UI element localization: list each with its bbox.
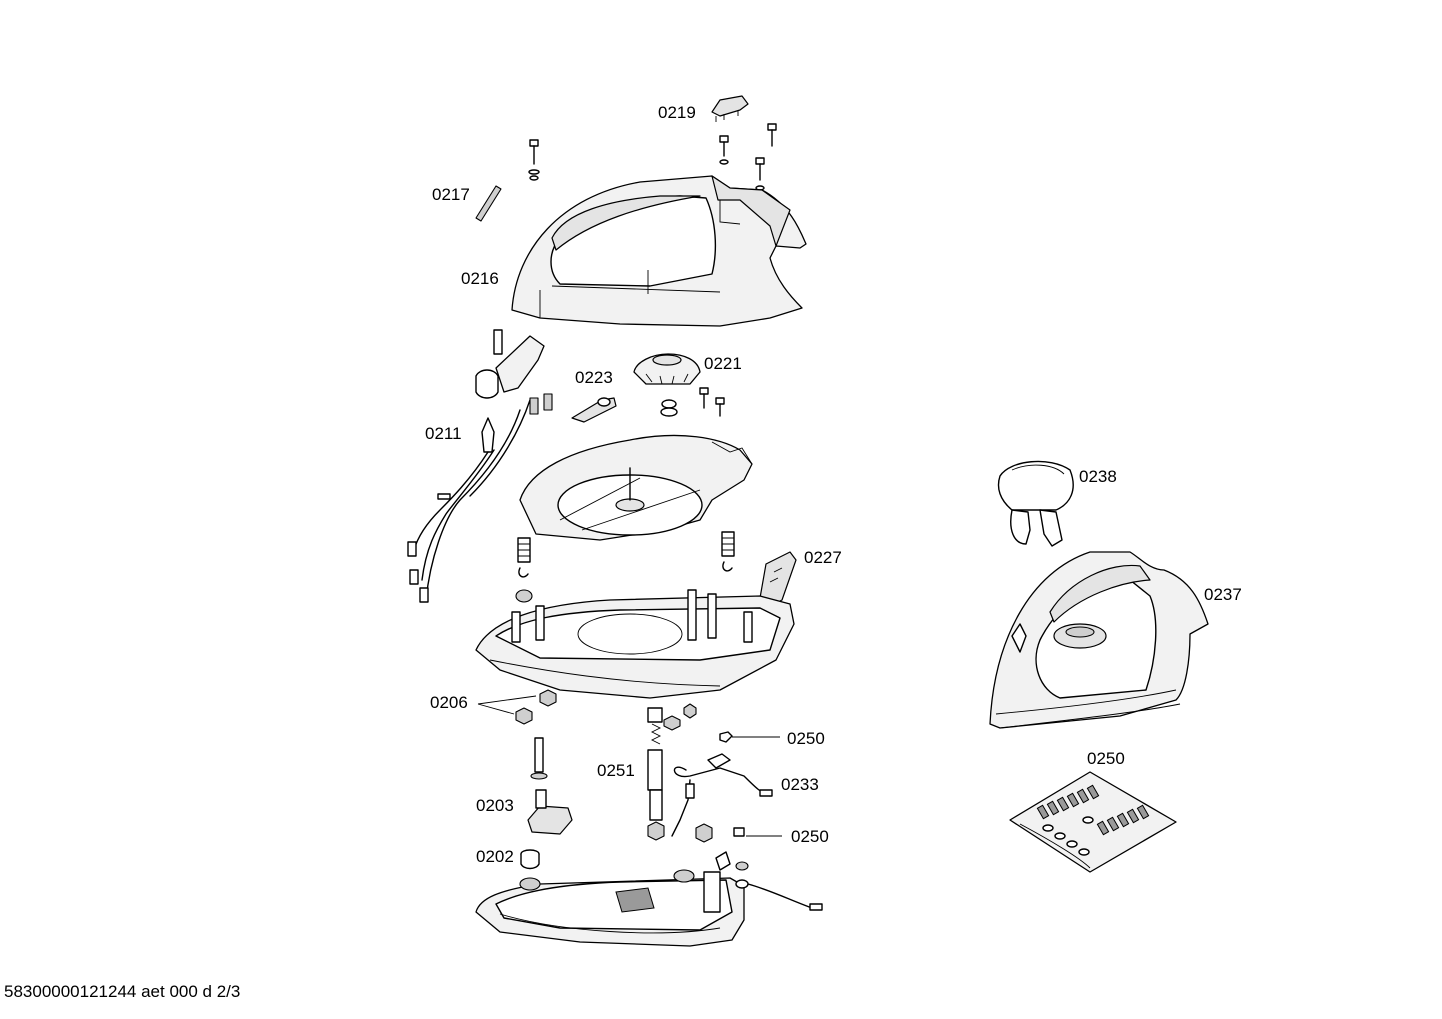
part-0223-lever bbox=[571, 397, 617, 423]
soleplate-carrier bbox=[475, 589, 795, 699]
label-0223: 0223 bbox=[575, 368, 613, 387]
label-0250-a: 0250 bbox=[787, 729, 825, 748]
label-0233: 0233 bbox=[781, 775, 819, 794]
part-0206-nuts bbox=[477, 689, 697, 731]
label-0216: 0216 bbox=[461, 269, 499, 288]
inner-housing bbox=[519, 434, 753, 541]
wire-bracket bbox=[475, 329, 545, 399]
part-0250-bag bbox=[1009, 771, 1177, 873]
label-0227: 0227 bbox=[804, 548, 842, 567]
soleplate bbox=[475, 851, 823, 947]
part-labels: 0219 0217 0216 0221 0223 0211 0227 0238 … bbox=[425, 103, 1242, 866]
label-0217: 0217 bbox=[432, 185, 470, 204]
footer-document-code: 58300000121244 aet 000 d 2/3 bbox=[4, 982, 241, 1001]
part-0237-iron bbox=[989, 551, 1209, 729]
part-0216-housing bbox=[511, 175, 807, 327]
part-0250-screws bbox=[719, 731, 782, 837]
top-screws bbox=[528, 123, 777, 191]
label-0221: 0221 bbox=[704, 354, 742, 373]
part-0217-rod bbox=[475, 185, 502, 222]
label-0219: 0219 bbox=[658, 103, 696, 122]
label-0238: 0238 bbox=[1079, 467, 1117, 486]
part-0219-handle-cap bbox=[711, 95, 749, 122]
label-0206: 0206 bbox=[430, 693, 468, 712]
part-0251-rod bbox=[647, 707, 713, 843]
mid-screws bbox=[660, 387, 725, 417]
label-0202: 0202 bbox=[476, 847, 514, 866]
label-0250-c: 0250 bbox=[1087, 749, 1125, 768]
part-0233-wire bbox=[671, 753, 773, 837]
spring-posts bbox=[515, 531, 735, 603]
label-0251: 0251 bbox=[597, 761, 635, 780]
label-0250-b: 0250 bbox=[791, 827, 829, 846]
part-0203-thermostat bbox=[527, 737, 573, 835]
part-0238-holder bbox=[997, 460, 1074, 547]
label-0203: 0203 bbox=[476, 796, 514, 815]
label-0237: 0237 bbox=[1204, 585, 1242, 604]
part-0202-bushing bbox=[520, 849, 540, 870]
part-0211-wiring bbox=[407, 393, 553, 603]
label-0211: 0211 bbox=[425, 424, 462, 443]
part-0221-dial bbox=[633, 353, 701, 385]
